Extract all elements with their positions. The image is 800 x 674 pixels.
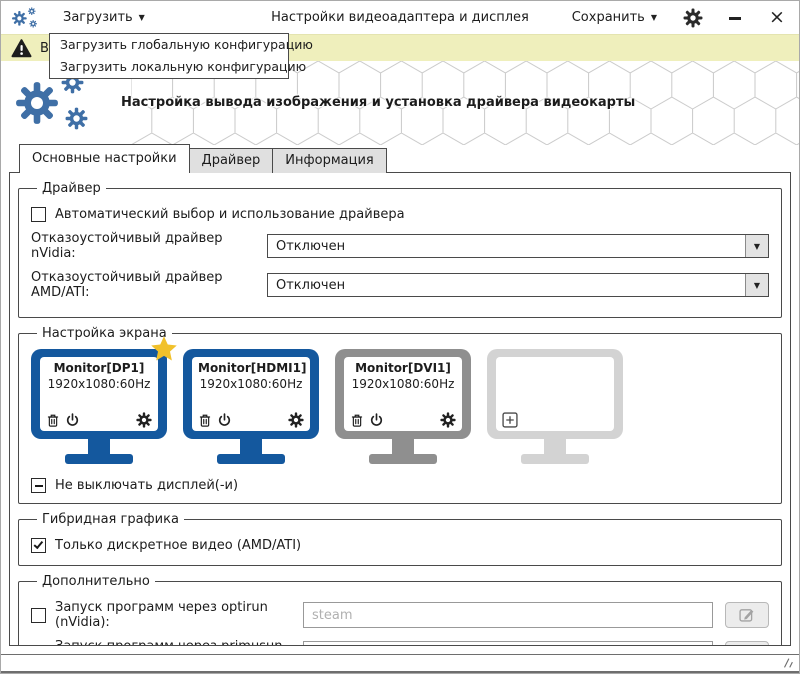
discrete-only-checkbox[interactable] (31, 538, 46, 553)
warning-icon (11, 38, 32, 57)
load-menu-dropdown: Загрузить глобальную конфигурацию Загруз… (49, 33, 313, 79)
discrete-only-label: Только дискретное видео (AMD/ATI) (55, 538, 302, 553)
delete-monitor-icon[interactable] (350, 413, 364, 428)
monitor-settings-icon[interactable] (136, 412, 152, 428)
menu-item-load-local-config[interactable]: Загрузить локальную конфигурацию (60, 59, 307, 74)
monitor-name: Monitor[HDMI1] (198, 361, 307, 375)
save-menu-label: Сохранить (571, 10, 645, 25)
edit-pencil-icon (739, 609, 754, 622)
driver-group-legend: Драйвер (42, 181, 101, 196)
hybrid-graphics-group: Гибридная графика Только дискретное виде… (18, 512, 782, 566)
primusun-edit-button[interactable] (725, 641, 769, 645)
screen-group: Настройка экрана Monitor[DP1] 1920x1080:… (18, 326, 782, 504)
keep-displays-on-label: Не выключать дисплей(-и) (55, 478, 239, 493)
optirun-edit-button[interactable] (725, 602, 769, 628)
primary-star-icon (151, 336, 177, 361)
load-menu-label: Загрузить (63, 10, 133, 25)
amd-failsafe-select[interactable]: Отключен ▼ (267, 273, 769, 297)
status-bar (1, 654, 799, 673)
primusun-command-input[interactable] (303, 641, 713, 645)
monitor-card-dvi1[interactable]: Monitor[DVI1] 1920x1080:60Hz (335, 349, 471, 464)
screen-group-legend: Настройка экрана (42, 326, 167, 341)
auto-driver-label: Автоматический выбор и использование дра… (55, 207, 405, 222)
minimize-icon (729, 17, 741, 20)
chevron-down-icon: ▼ (650, 12, 657, 22)
delete-monitor-icon[interactable] (198, 413, 212, 428)
amd-failsafe-value: Отключен (276, 277, 346, 293)
extra-group-legend: Дополнительно (42, 574, 150, 589)
menu-item-load-global-config[interactable]: Загрузить глобальную конфигурацию (60, 37, 313, 52)
optirun-label: Запуск программ через optirun (nVidia): (55, 600, 268, 630)
tab-content-panel: Драйвер Автоматический выбор и использов… (9, 172, 791, 646)
resize-grip-icon[interactable] (781, 656, 795, 670)
nvidia-failsafe-select[interactable]: Отключен ▼ (267, 234, 769, 258)
primusun-label: Запуск программ через primusun (nVidia): (55, 639, 303, 645)
keep-displays-on-checkbox[interactable] (31, 478, 46, 493)
monitor-settings-icon[interactable] (288, 412, 304, 428)
save-menu-button[interactable]: Сохранить ▼ (566, 6, 663, 29)
hybrid-group-legend: Гибридная графика (42, 512, 179, 527)
monitor-list: Monitor[DP1] 1920x1080:60Hz (31, 336, 769, 464)
tab-bar: Основные настройки Драйвер Информация (1, 144, 799, 173)
tab-driver[interactable]: Драйвер (189, 148, 274, 173)
chevron-down-icon[interactable]: ▼ (745, 235, 768, 257)
add-monitor-icon[interactable] (502, 412, 518, 428)
app-gears-icon (12, 6, 37, 28)
tab-main-settings[interactable]: Основные настройки (19, 144, 190, 173)
minimize-button[interactable] (723, 6, 747, 30)
app-gears-logo (16, 71, 88, 130)
monitor-card-dp1[interactable]: Monitor[DP1] 1920x1080:60Hz (31, 336, 177, 464)
power-monitor-icon[interactable] (65, 412, 80, 428)
monitor-resolution: 1920x1080:60Hz (47, 377, 151, 391)
load-menu-button[interactable]: Загрузить ▼ (57, 6, 151, 29)
monitor-card-empty-slot[interactable] (487, 349, 623, 464)
power-monitor-icon[interactable] (217, 412, 232, 428)
monitor-settings-icon[interactable] (440, 412, 456, 428)
chevron-down-icon[interactable]: ▼ (745, 274, 768, 296)
gear-icon (683, 8, 703, 27)
page-title: Настройка вывода изображения и установка… (121, 95, 636, 110)
monitor-resolution: 1920x1080:60Hz (351, 377, 455, 391)
optirun-command-input[interactable] (303, 602, 713, 628)
settings-button[interactable] (681, 6, 705, 30)
titlebar: Загрузить ▼ Настройки видеоадаптера и ди… (1, 1, 799, 34)
amd-failsafe-label: Отказоустойчивый драйвер AMD/ATI: (31, 270, 223, 300)
tab-information[interactable]: Информация (273, 148, 387, 173)
delete-monitor-icon[interactable] (46, 413, 60, 428)
chevron-down-icon: ▼ (138, 12, 145, 22)
monitor-resolution: 1920x1080:60Hz (199, 377, 303, 391)
power-monitor-icon[interactable] (369, 412, 384, 428)
close-button[interactable]: × (765, 6, 789, 30)
auto-driver-checkbox[interactable] (31, 207, 46, 222)
extra-group: Дополнительно Запуск программ через opti… (18, 574, 782, 645)
warning-text: В (40, 40, 49, 56)
monitor-name: Monitor[DVI1] (355, 361, 451, 375)
nvidia-failsafe-value: Отключен (276, 238, 346, 254)
nvidia-failsafe-label: Отказоустойчивый драйвер nVidia: (31, 231, 223, 261)
close-icon: × (769, 6, 785, 28)
monitor-card-hdmi1[interactable]: Monitor[HDMI1] 1920x1080:60Hz (183, 349, 319, 464)
monitor-name: Monitor[DP1] (53, 361, 145, 375)
driver-group: Драйвер Автоматический выбор и использов… (18, 181, 782, 318)
optirun-checkbox[interactable] (31, 607, 46, 623)
